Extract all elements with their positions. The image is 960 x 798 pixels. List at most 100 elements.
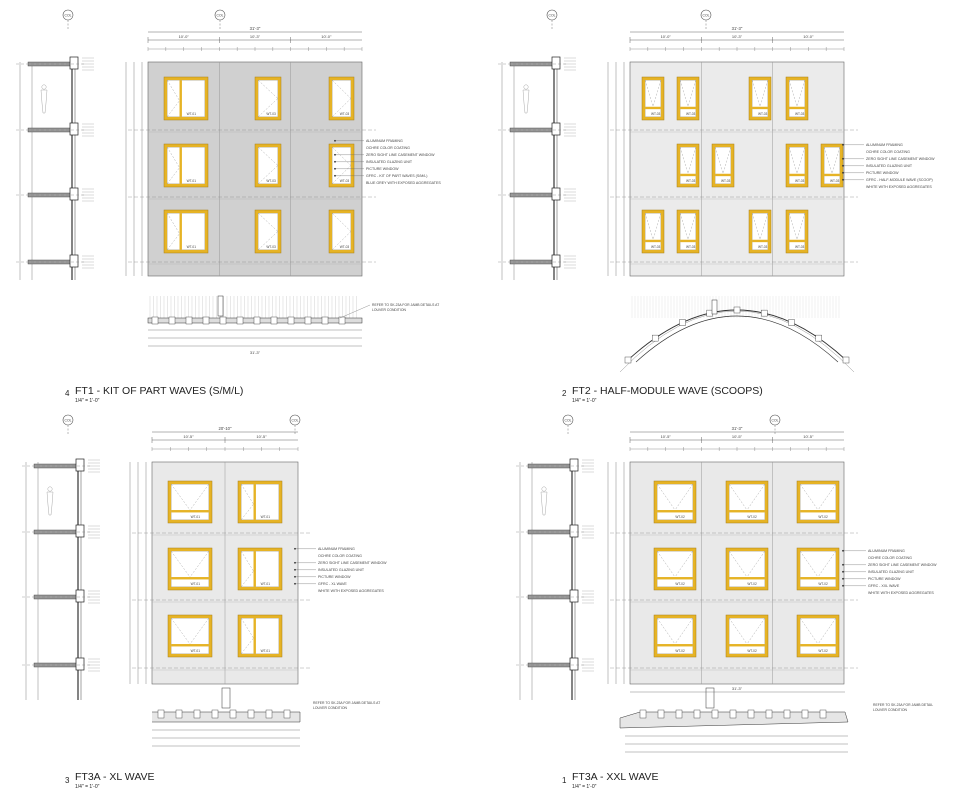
window-glass (258, 80, 278, 117)
window-glass (241, 484, 279, 520)
window-tag: WT-02 (818, 582, 828, 586)
casement-swing-line (171, 551, 191, 578)
window-glass (657, 618, 693, 654)
window-tag: WT-01 (187, 112, 197, 116)
floor-slab (33, 662, 79, 668)
casement-swing-line (831, 147, 840, 174)
window-glass (729, 484, 765, 520)
bay-dimension: 10'-0" (179, 34, 190, 39)
window-glass (657, 484, 693, 520)
window-tag: WT-01 (187, 179, 197, 183)
column-marker: COL (562, 414, 574, 434)
window-tag: WT-01 (261, 649, 271, 653)
window-glass (258, 147, 278, 184)
casement-swing-line (332, 80, 351, 99)
window-unit: WT-03 (785, 209, 809, 254)
column-stub (711, 299, 718, 315)
material-note: OCHRE COLOR COATING (866, 150, 910, 154)
casement-swing-line (729, 618, 748, 645)
casement-swing-line (674, 484, 693, 511)
casement-swing-line (824, 147, 833, 174)
window-tag: WT-01 (191, 649, 201, 653)
plan-detail (619, 296, 855, 373)
leader-dot (842, 171, 844, 174)
plan-bracket (842, 356, 850, 364)
window-glass (167, 213, 205, 250)
plan-bracket (815, 334, 822, 342)
material-note: PICTURE WINDOW (366, 167, 399, 171)
figure-head (523, 84, 529, 90)
column-label: COL (772, 418, 779, 422)
window-glass (800, 484, 836, 520)
drawing-scale: 1/4" = 1'-0" (75, 398, 100, 404)
material-note: ZERO SIGHT LINE CASEMENT WINDOW (868, 563, 937, 567)
anchor-bracket (551, 254, 561, 268)
leader-dot (842, 563, 844, 566)
casement-swing-line (167, 213, 180, 234)
drawing-title: FT3A - XL WAVE (75, 771, 155, 783)
window-unit: WT-02 (796, 480, 840, 524)
window-transom (789, 173, 805, 177)
floor-slab (27, 192, 73, 198)
drawing-title: FT2 - HALF-MODULE WAVE (SCOOPS) (572, 385, 763, 397)
window-transom (657, 510, 693, 513)
plan-bracket (747, 709, 755, 719)
window-transom (657, 577, 693, 580)
window-unit: WT-03 (254, 209, 282, 254)
window-unit: WT-01 (167, 614, 213, 658)
window-glass (332, 213, 351, 250)
floor-slab (509, 61, 555, 67)
plan-bracket (733, 306, 741, 314)
window-tag: WT-03 (266, 245, 276, 249)
window-tag: WT-02 (747, 649, 757, 653)
window-transom (657, 644, 693, 647)
material-note: PICTURE WINDOW (866, 171, 899, 175)
window-unit: WT-03 (748, 209, 772, 254)
overall-dimension: 31'-3" (732, 426, 743, 431)
column-marker: COL (62, 414, 74, 434)
leader-dot (334, 160, 336, 163)
window-tag: WT-03 (266, 179, 276, 183)
casement-swing-line (789, 147, 798, 174)
floor-slab (527, 529, 573, 535)
column-label: COL (565, 418, 572, 422)
casement-swing-line (258, 213, 278, 232)
leader-dot (842, 178, 844, 181)
drawing-scale: 1/4" = 1'-0" (75, 784, 100, 790)
plan-bracket (219, 316, 227, 325)
figure-head (47, 486, 53, 492)
window-tag: WT-01 (191, 582, 201, 586)
casement-swing-line (715, 147, 724, 174)
window-transom (824, 173, 840, 177)
plan-bracket (253, 316, 261, 325)
casement-swing-line (746, 551, 765, 578)
material-note: INSULATED GLAZING UNIT (868, 570, 915, 574)
window-unit: WT-03 (641, 209, 665, 254)
material-note: ALUMINUM FRAMING (866, 143, 903, 147)
scale-figure (522, 84, 530, 114)
leader-dot (842, 164, 844, 167)
plan-bracket (270, 316, 278, 325)
column-stub (705, 687, 715, 709)
plan-bracket (321, 316, 329, 325)
bay-dimension: 10'-5" (183, 434, 194, 439)
window-transom (752, 106, 768, 110)
window-transom (171, 510, 209, 513)
leader-dot (294, 568, 296, 571)
casement-swing-line (800, 551, 819, 578)
window-glass (729, 618, 765, 654)
window-tag: WT-02 (747, 582, 757, 586)
floor-slab (509, 259, 555, 265)
window-tag: WT-02 (675, 515, 685, 519)
window-unit: WT-03 (254, 143, 282, 188)
window-tag: WT-01 (261, 582, 271, 586)
casement-swing-line (645, 80, 654, 107)
leader-line (339, 304, 371, 319)
material-note: OCHRE COLOR COATING (868, 556, 912, 560)
material-note: WHITE WITH EXPOSED AGGREGATES (868, 591, 934, 595)
floor-slab (27, 127, 73, 133)
material-note: ZERO SIGHT LINE CASEMENT WINDOW (318, 561, 387, 565)
